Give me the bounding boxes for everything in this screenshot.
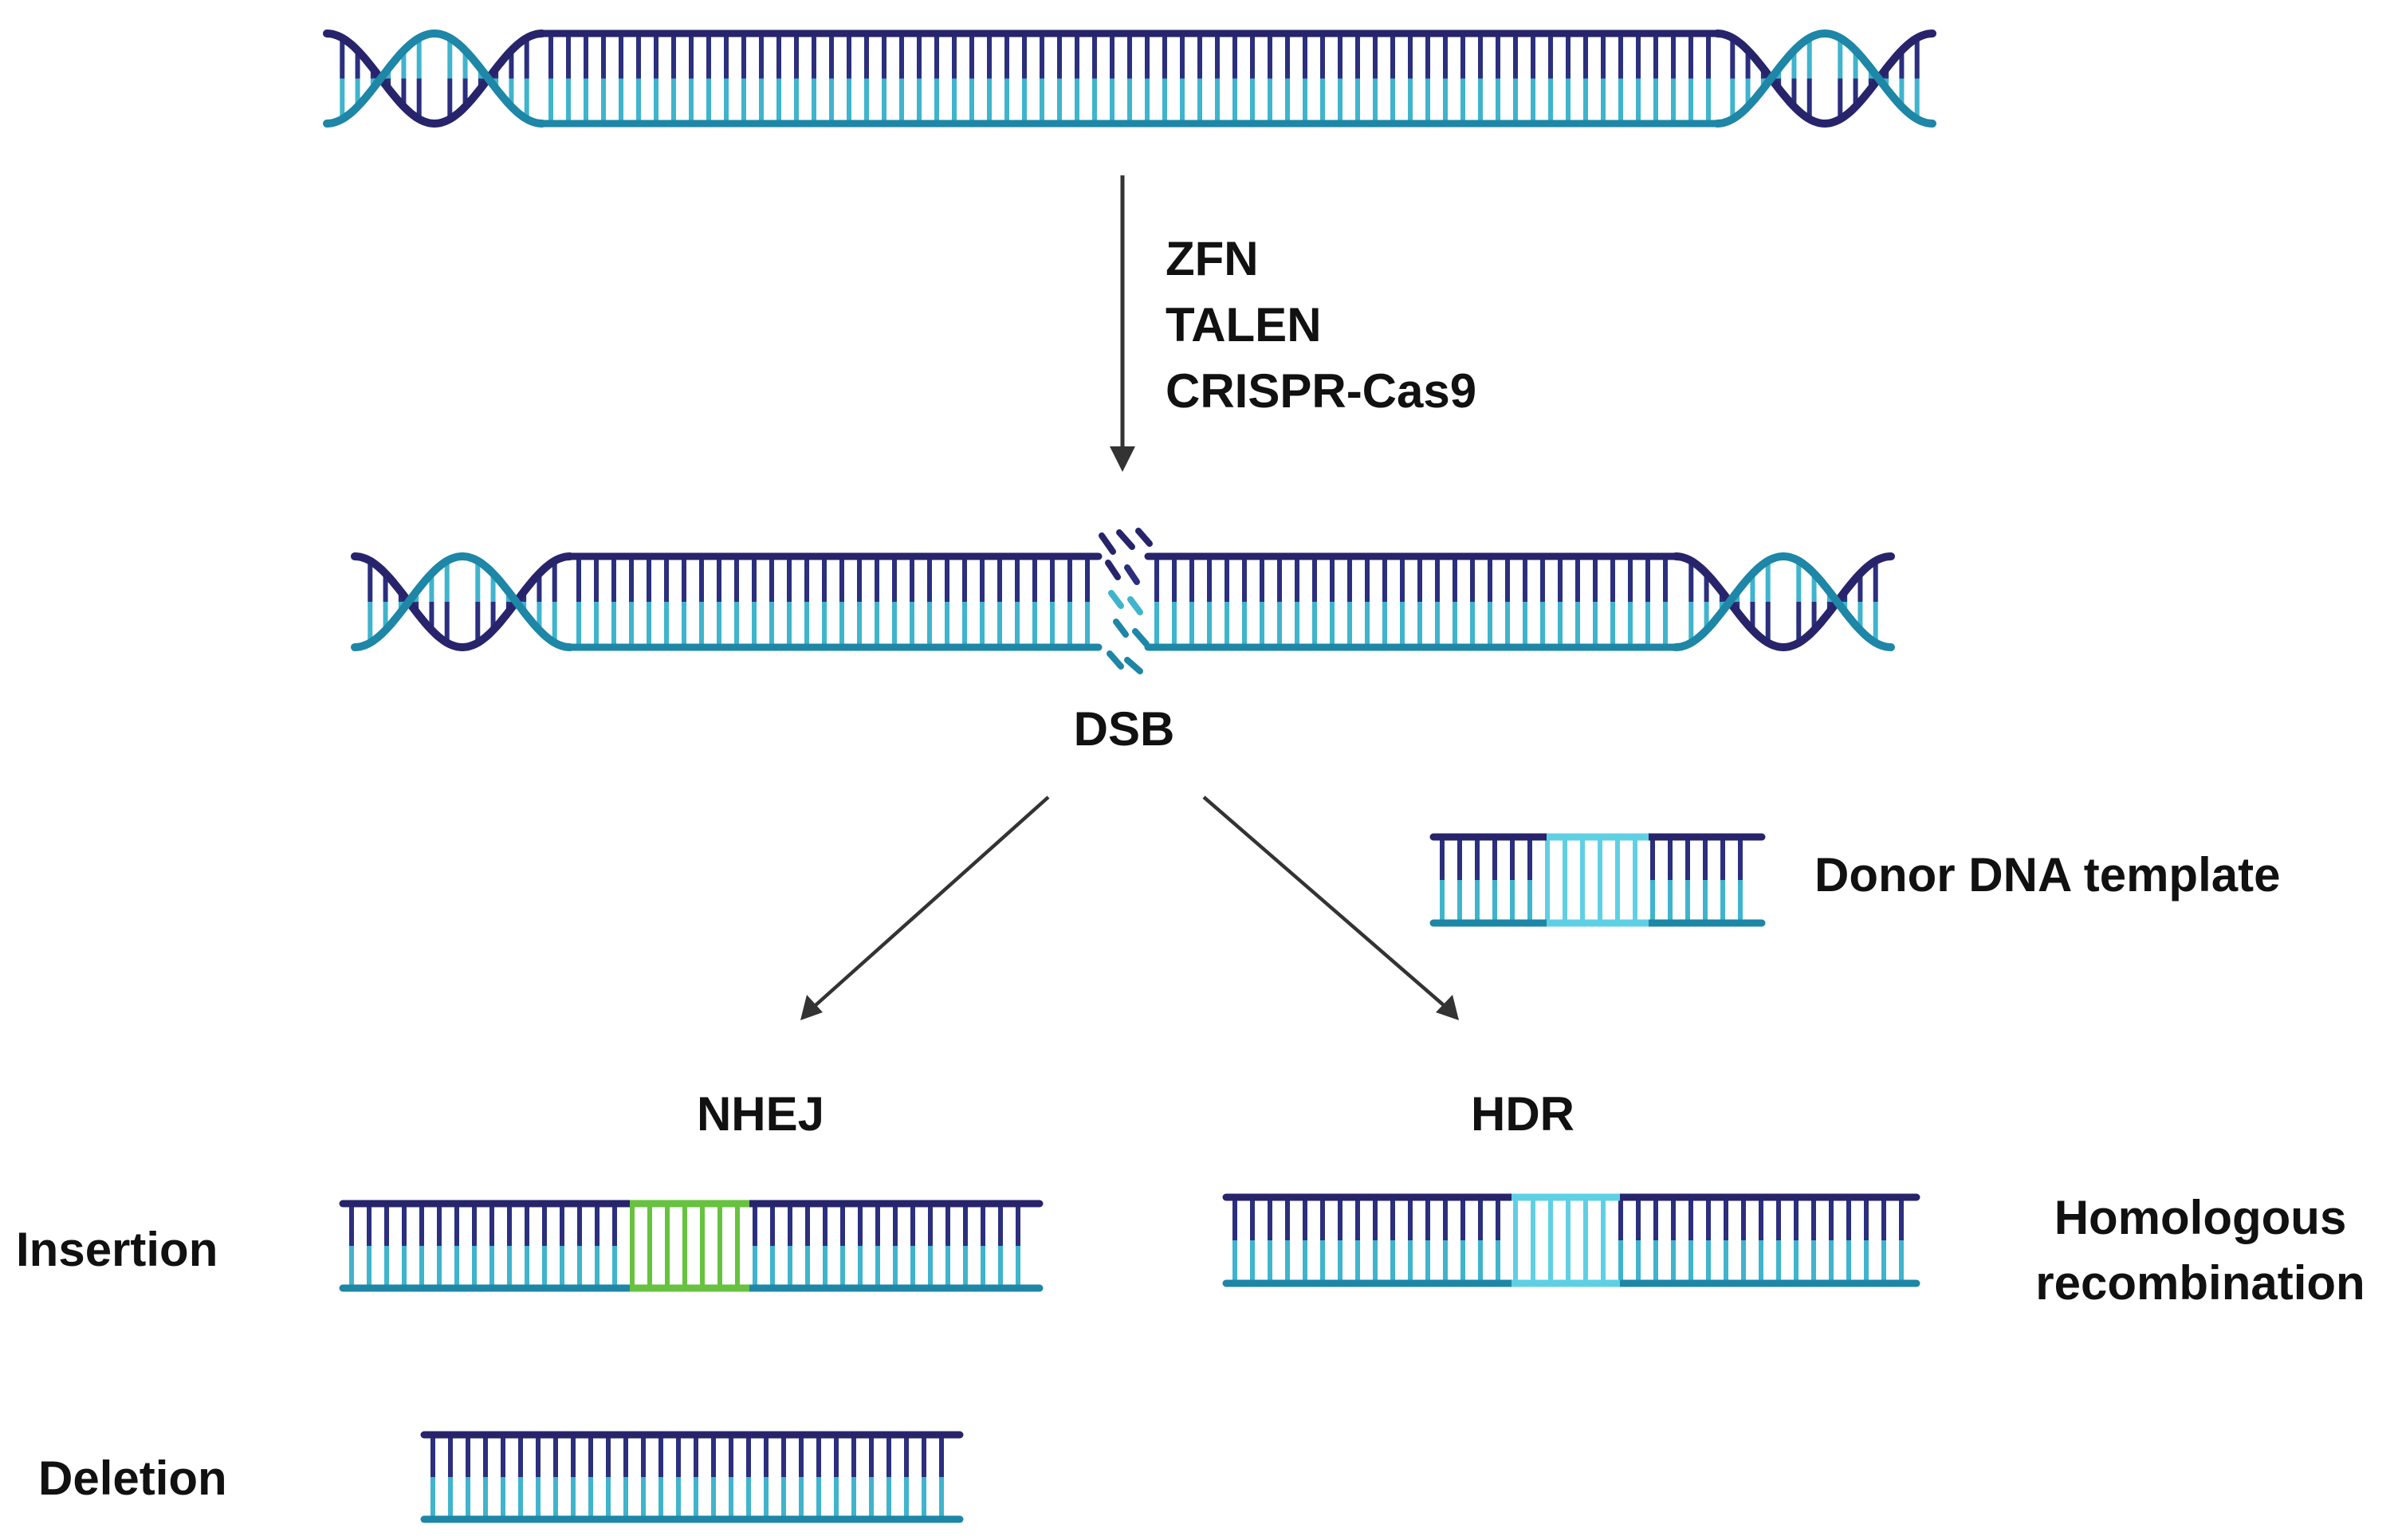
dna-strand bbox=[323, 29, 438, 128]
label-nhej: NHEJ bbox=[697, 1087, 824, 1141]
insertion-dna-ladder-icon bbox=[339, 1200, 1044, 1292]
intact-dna-helix-icon bbox=[323, 29, 1936, 128]
dna-fragment bbox=[1108, 590, 1124, 609]
label-homologous: Homologous bbox=[2054, 1191, 2347, 1244]
dna-fragment bbox=[1105, 560, 1121, 580]
dna-fragment bbox=[1107, 650, 1124, 670]
hdr-arrow-icon bbox=[1202, 796, 1459, 1020]
broken-dna-helix-icon bbox=[351, 552, 1895, 651]
dna-strand bbox=[430, 29, 546, 128]
label-talen: TALEN bbox=[1166, 298, 1322, 352]
label-crispr-cas9: CRISPR-Cas9 bbox=[1166, 364, 1476, 418]
dna-fragment bbox=[1124, 564, 1140, 585]
dna-strand bbox=[1779, 552, 1895, 651]
dna-strand bbox=[1672, 552, 1787, 651]
label-zfn: ZFN bbox=[1166, 232, 1259, 285]
label-recombination: recombination bbox=[2035, 1256, 2365, 1310]
label-insertion: Insertion bbox=[16, 1223, 218, 1276]
dna-fragment bbox=[1135, 528, 1153, 547]
dna-strand bbox=[458, 552, 574, 651]
nhej-arrow-icon bbox=[800, 796, 1050, 1020]
dna-fragment bbox=[1099, 532, 1116, 555]
donor-dna-ladder-icon bbox=[1429, 833, 1766, 927]
dna-fragment bbox=[1132, 628, 1150, 647]
dna-fragment bbox=[1116, 529, 1135, 550]
nuclease-arrow-icon bbox=[1110, 175, 1135, 472]
double-strand-break-icon bbox=[1099, 528, 1153, 674]
dna-strand bbox=[351, 552, 466, 651]
hdr-dna-ladder-icon bbox=[1222, 1193, 1920, 1287]
label-deletion: Deletion bbox=[38, 1452, 227, 1505]
dna-fragment bbox=[1127, 596, 1143, 615]
dna-strand bbox=[1821, 29, 1936, 128]
dna-strand bbox=[1713, 29, 1829, 128]
label-donor-template: Donor DNA template bbox=[1814, 848, 2280, 902]
label-dsb: DSB bbox=[1074, 702, 1175, 756]
dna-fragment bbox=[1124, 657, 1143, 674]
dna-fragment bbox=[1113, 619, 1129, 638]
deletion-dna-ladder-icon bbox=[420, 1431, 964, 1523]
label-hdr: HDR bbox=[1471, 1087, 1574, 1141]
